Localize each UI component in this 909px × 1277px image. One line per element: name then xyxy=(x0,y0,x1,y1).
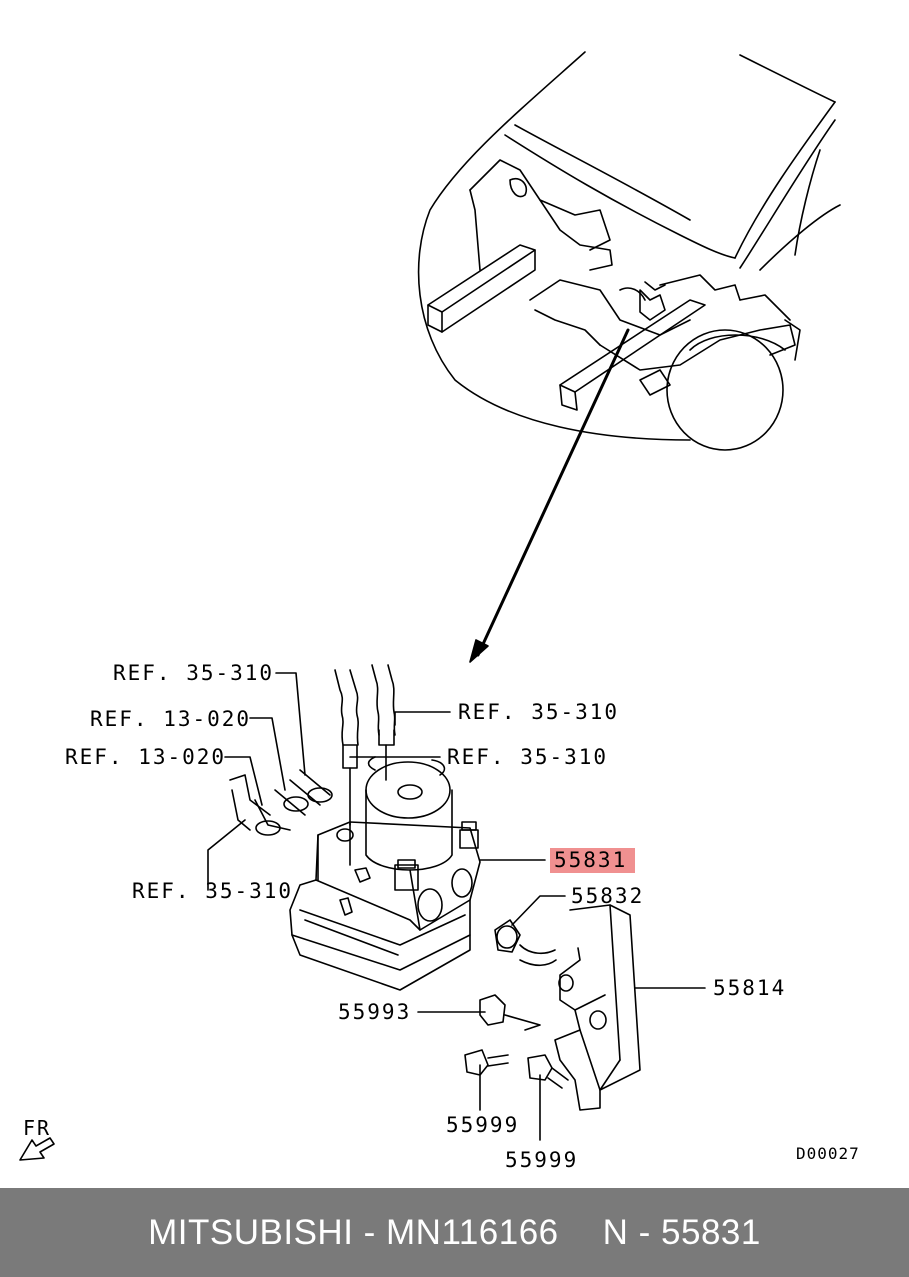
ref-13-020-lower: REF. 13-020 xyxy=(65,745,227,769)
part-number-55831: 55831 xyxy=(550,848,636,873)
part-number-55999-b: 55999 xyxy=(505,1148,579,1172)
mounting-bracket xyxy=(519,904,641,1111)
ref-35-310-top-left: REF. 35-310 xyxy=(113,661,275,685)
ref-35-310-left: REF. 35-310 xyxy=(132,879,294,903)
fr-label: FR xyxy=(23,1116,52,1140)
ref-13-020-upper: REF. 13-020 xyxy=(90,707,252,731)
hydraulic-unit xyxy=(289,756,481,991)
parts-diagram xyxy=(19,51,841,1161)
leader-lines xyxy=(207,672,706,1141)
footer-catalog-number: N - 55831 xyxy=(602,1212,761,1252)
front-direction-arrow xyxy=(19,1137,55,1161)
part-number-55832: 55832 xyxy=(571,884,645,908)
footer-bar: MITSUBISHI - MN116166 N - 55831 xyxy=(0,1188,909,1277)
ref-35-310-right-lower: REF. 35-310 xyxy=(447,745,609,769)
part-number-55814: 55814 xyxy=(713,976,787,1000)
diagram-code: D00027 xyxy=(796,1144,860,1163)
vehicle-front-view xyxy=(417,51,841,451)
ref-35-310-right-upper: REF. 35-310 xyxy=(458,700,620,724)
part-number-55999-a: 55999 xyxy=(446,1113,520,1137)
fasteners xyxy=(464,919,569,1089)
footer-brand-part-number: MITSUBISHI - MN116166 xyxy=(148,1212,559,1252)
part-number-55993: 55993 xyxy=(338,1000,412,1024)
brake-lines xyxy=(229,664,396,836)
location-arrow xyxy=(469,328,630,663)
